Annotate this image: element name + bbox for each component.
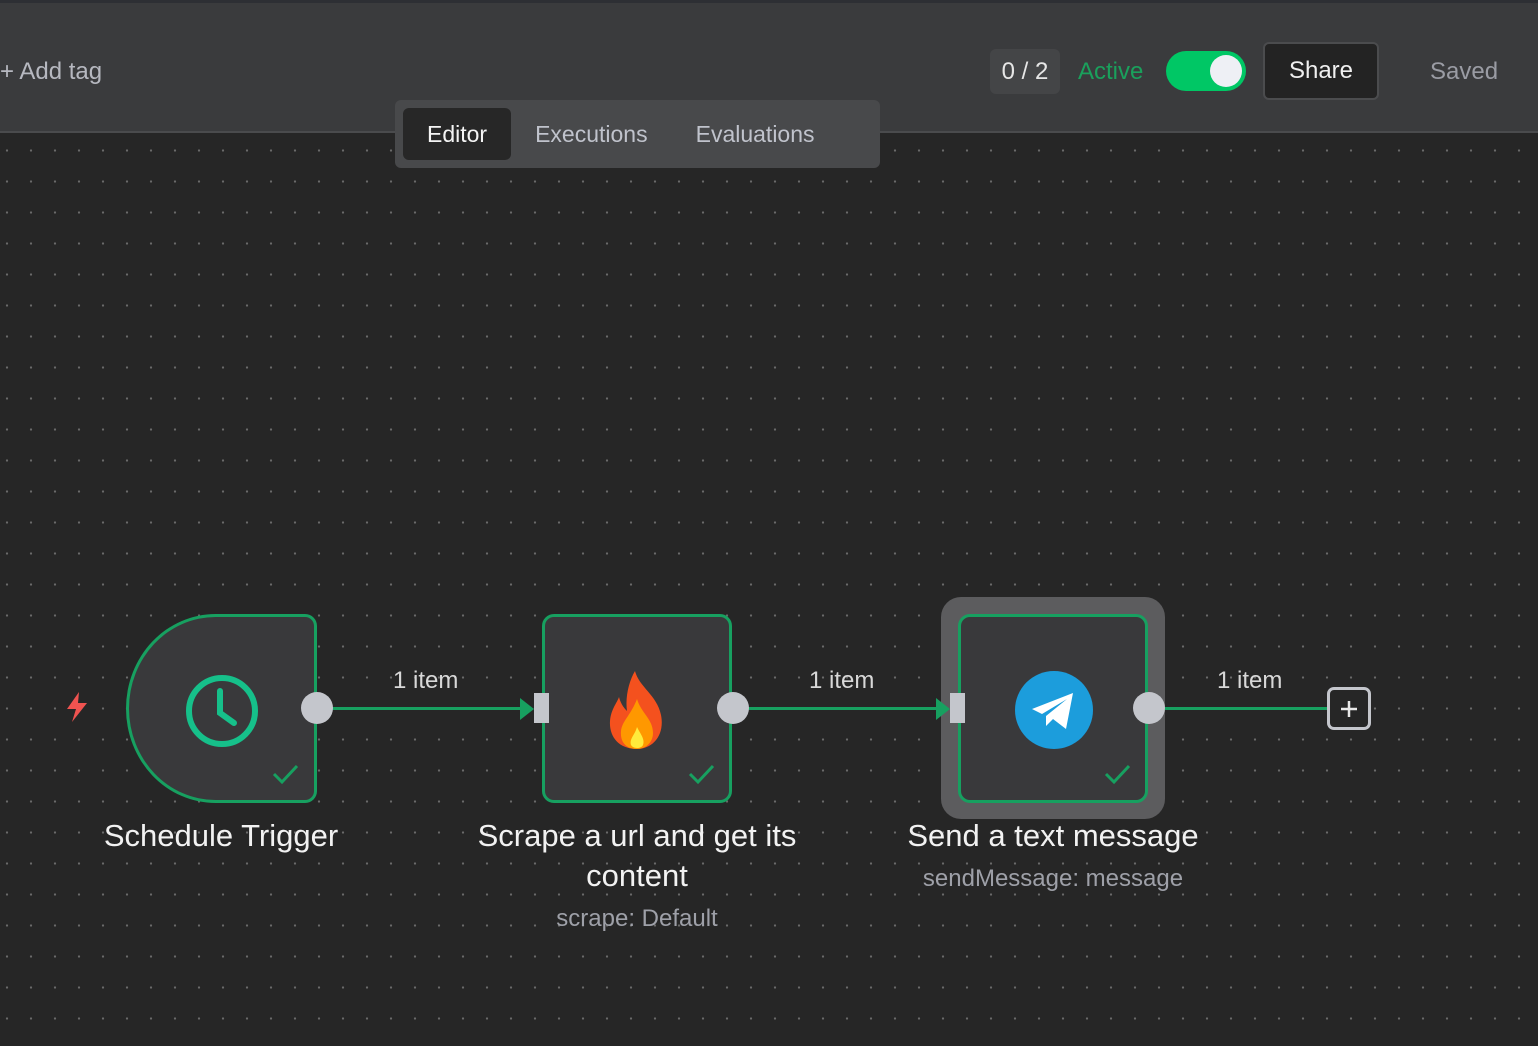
node-counter: 0 / 2	[990, 49, 1060, 94]
toggle-knob	[1210, 55, 1242, 87]
fire-icon	[609, 671, 662, 749]
node-title: Scrape a url and get its content	[477, 818, 797, 893]
arrow-head	[520, 698, 534, 720]
success-check-icon	[688, 764, 715, 785]
active-label: Active	[1078, 58, 1144, 85]
add-tag-button[interactable]: + Add tag	[0, 58, 103, 85]
active-toggle[interactable]	[1166, 51, 1246, 91]
connection-line[interactable]	[1164, 707, 1328, 710]
plus-icon	[1341, 700, 1357, 717]
share-button[interactable]: Share	[1263, 42, 1379, 100]
view-tabs: Editor Executions Evaluations	[395, 100, 880, 168]
success-check-icon	[272, 764, 299, 785]
node-title: Schedule Trigger	[103, 818, 339, 853]
node-schedule-trigger[interactable]	[126, 614, 317, 803]
tab-editor[interactable]: Editor	[403, 108, 512, 160]
output-handle[interactable]	[717, 692, 749, 724]
connection-line[interactable]	[332, 707, 522, 710]
node-send-message[interactable]	[958, 614, 1148, 803]
node-title: Send a text message	[907, 818, 1199, 853]
connection-line[interactable]	[748, 707, 938, 710]
edge-label: 1 item	[809, 667, 875, 694]
node-subtitle: sendMessage: message	[922, 865, 1184, 892]
edge-label: 1 item	[393, 667, 459, 694]
telegram-icon	[1015, 671, 1093, 749]
node-subtitle: scrape: Default	[556, 905, 718, 932]
tab-executions[interactable]: Executions	[535, 120, 648, 147]
saved-status: Saved	[1430, 58, 1499, 85]
output-handle[interactable]	[1133, 692, 1165, 724]
tab-evaluations[interactable]: Evaluations	[695, 120, 815, 147]
success-check-icon	[1104, 764, 1131, 785]
edge-label: 1 item	[1217, 667, 1283, 694]
lightning-icon	[67, 692, 87, 722]
node-scrape[interactable]	[542, 614, 732, 803]
add-node-button[interactable]	[1327, 687, 1371, 730]
input-handle[interactable]	[950, 693, 965, 723]
arrow-head	[936, 698, 950, 720]
clock-icon	[186, 675, 258, 747]
output-handle[interactable]	[301, 692, 333, 724]
input-handle[interactable]	[534, 693, 549, 723]
workflow-canvas[interactable]	[0, 133, 1538, 1046]
